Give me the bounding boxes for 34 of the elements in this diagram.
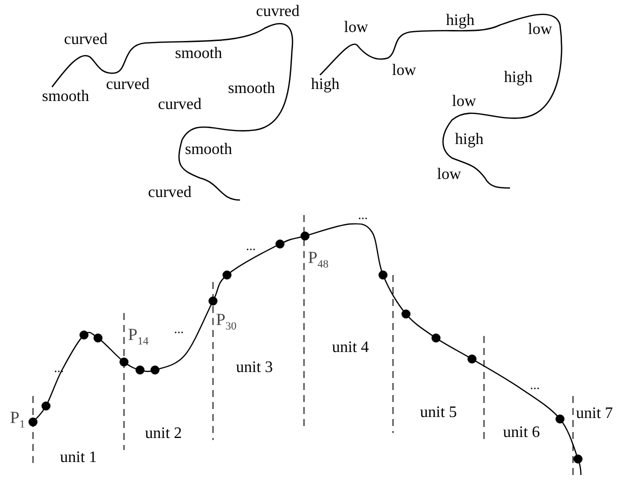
ellipsis: ...	[358, 210, 368, 220]
curve-label: curved	[148, 185, 192, 201]
unit-label: unit 7	[576, 406, 613, 422]
ellipsis: ...	[54, 363, 64, 373]
ellipsis: ...	[530, 380, 540, 390]
curve-label: curved	[106, 77, 150, 93]
point-label: P$_{30}$	[216, 312, 236, 334]
ellipsis: ...	[174, 324, 184, 334]
unit-label: unit 3	[236, 360, 273, 376]
unit-label: unit 5	[420, 405, 457, 421]
curve-label: low	[452, 94, 476, 110]
curve-label: low	[392, 63, 416, 79]
unit-label: unit 4	[332, 340, 369, 356]
curve-label: low	[437, 167, 461, 183]
point-label: P$_{14}$	[128, 327, 148, 350]
point-label: P$_{1}$	[10, 410, 25, 432]
curve-label: curved	[158, 97, 202, 113]
curve-label: smooth	[185, 142, 232, 158]
curve-label: smooth	[42, 89, 90, 105]
unit-label: unit 2	[145, 426, 182, 442]
curve-label: high	[311, 77, 340, 93]
curve-label: low	[528, 22, 552, 38]
curve-label: smooth	[175, 46, 222, 62]
ellipsis: ...	[246, 241, 256, 251]
unit-label: unit 6	[503, 425, 540, 441]
curve-label: high	[455, 132, 484, 148]
curve-label: cuvred	[256, 4, 300, 20]
unit-label: unit 1	[60, 450, 97, 466]
curve-label: low	[344, 20, 368, 36]
curve-label: curved	[64, 32, 108, 48]
curve-label: smooth	[228, 81, 276, 97]
curve-label: high	[504, 70, 532, 86]
point-label: P$_{48}$	[308, 250, 328, 272]
curve-label: high	[446, 13, 474, 29]
